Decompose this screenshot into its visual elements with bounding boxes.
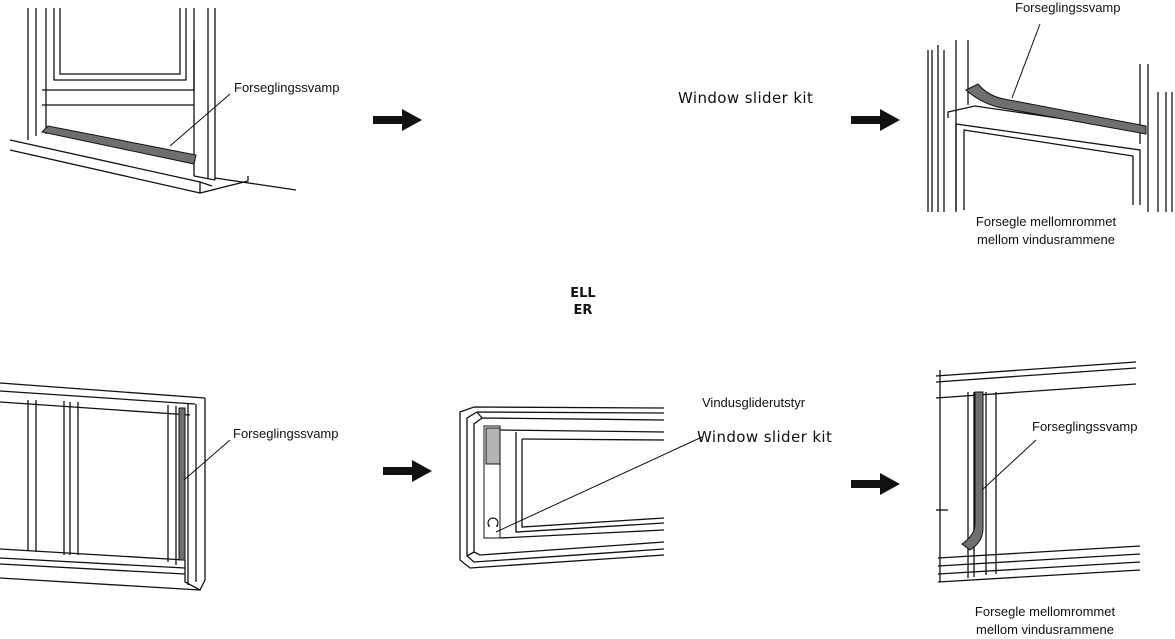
caption-line-1: Forsegle mellomrommet	[974, 604, 1116, 619]
leader-bottom-right	[981, 439, 1037, 491]
or-separator: ELL ER	[553, 285, 613, 319]
caption-seal-gap-bottom: Forsegle mellomrommet mellom vindusramme…	[960, 603, 1130, 639]
sponge-bottom-right	[961, 391, 984, 551]
leader-window-slider-kit	[495, 436, 703, 533]
label-sponge-bottom-right: Forseglingssvamp	[1032, 419, 1138, 434]
sponge-top-right	[965, 83, 1147, 135]
label-sponge-top-right: Forseglingssvamp	[1015, 0, 1121, 15]
label-sponge-top-left: Forseglingssvamp	[234, 80, 340, 95]
label-sponge-bottom-left: Forseglingssvamp	[233, 426, 339, 441]
figure-window-slider-kit	[459, 406, 665, 569]
arrow-right-icon	[383, 460, 432, 482]
sponge-top-left	[40, 125, 197, 165]
label-window-slider-kit-no: Vindusgliderutstyr	[702, 395, 806, 410]
caption-line-2: mellom vindusrammene	[976, 622, 1114, 637]
leader-top-left	[169, 93, 231, 147]
or-line-1: ELL	[570, 286, 596, 301]
figure-bottom-left-window	[0, 382, 206, 591]
sponge-bottom-left	[178, 407, 186, 561]
figure-bottom-right-window	[935, 361, 1141, 583]
leader-top-right	[1011, 23, 1041, 99]
label-window-slider-kit-bottom: Window slider kit	[697, 428, 833, 446]
arrow-right-icon	[851, 473, 900, 495]
arrow-right-icon	[373, 109, 422, 131]
or-line-2: ER	[573, 303, 593, 318]
caption-line-2: mellom vindusrammene	[977, 232, 1115, 247]
leader-bottom-left	[183, 439, 231, 481]
arrow-right-icon	[851, 109, 900, 131]
figure-top-left-window	[9, 8, 297, 194]
figure-top-right-window	[927, 40, 1173, 212]
caption-line-1: Forsegle mellomrommet	[975, 214, 1117, 229]
label-window-slider-kit-top: Window slider kit	[678, 89, 814, 107]
caption-seal-gap-top: Forsegle mellomrommet mellom vindusramme…	[961, 213, 1131, 249]
